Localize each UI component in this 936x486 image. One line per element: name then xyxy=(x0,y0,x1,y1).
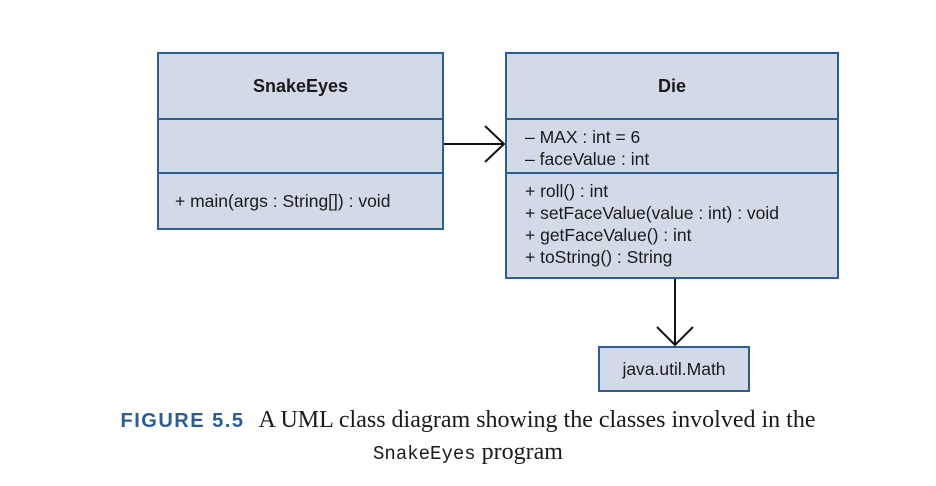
figure-caption: FIGURE 5.5 A UML class diagram showing th… xyxy=(0,405,936,470)
attribute-max: – MAX : int = 6 xyxy=(525,127,641,147)
class-name-snakeeyes: SnakeEyes xyxy=(159,54,442,120)
caption-code-snakeeyes: SnakeEyes xyxy=(373,443,476,465)
operations-compartment-die: + roll() : int + setFaceValue(value : in… xyxy=(507,174,837,268)
operation-roll: + roll() : int xyxy=(525,181,609,201)
attributes-compartment-die: – MAX : int = 6 – faceValue : int xyxy=(507,120,837,174)
operation-getfacevalue: + getFaceValue() : int xyxy=(525,225,692,245)
class-box-snakeeyes: SnakeEyes + main(args : String[]) : void xyxy=(157,52,444,230)
class-box-java-util-math: java.util.Math xyxy=(598,346,750,392)
attribute-facevalue: – faceValue : int xyxy=(525,149,650,169)
operations-compartment-snakeeyes: + main(args : String[]) : void xyxy=(159,174,442,228)
class-name-die: Die xyxy=(507,54,837,120)
caption-text: A UML class diagram showing the classes … xyxy=(258,407,816,433)
operation-tostring: + toString() : String xyxy=(525,247,673,267)
operation-main: + main(args : String[]) : void xyxy=(175,191,391,211)
caption-text-end: program xyxy=(475,439,563,465)
operation-setfacevalue: + setFaceValue(value : int) : void xyxy=(525,203,780,223)
attributes-compartment-snakeeyes xyxy=(159,120,442,174)
dependency-arrow-snakeeyes-to-die xyxy=(444,125,506,163)
class-box-die: Die – MAX : int = 6 – faceValue : int + … xyxy=(505,52,839,279)
dependency-arrow-die-to-math xyxy=(656,279,694,347)
figure-number: FIGURE 5.5 xyxy=(120,410,245,432)
